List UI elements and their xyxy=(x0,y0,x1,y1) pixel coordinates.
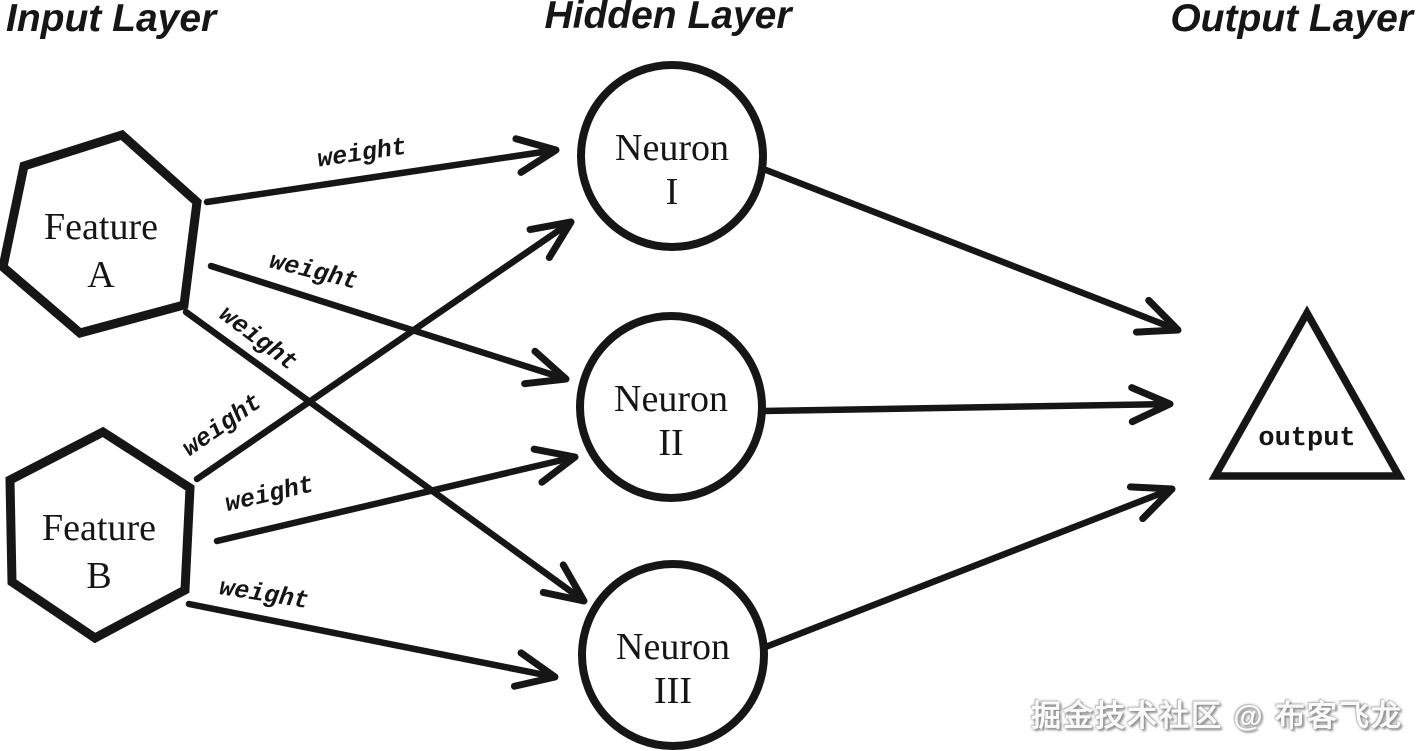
watermark-text: 掘金技术社区 @ 布客飞龙 xyxy=(1031,700,1403,733)
output-layer-title: Output Layer xyxy=(1170,0,1415,40)
connection-neuron-1-output xyxy=(762,166,1182,336)
node-neuron-1: Neuron I xyxy=(577,61,767,251)
neuron-3-circle xyxy=(578,560,768,750)
neuron-2-label-line1: Neuron xyxy=(614,378,728,420)
input-layer-title: Input Layer xyxy=(6,0,218,40)
neuron-1-label-line1: Neuron xyxy=(615,127,729,169)
weight-label-a-n1: weight xyxy=(315,133,408,175)
node-feature-b: Feature B xyxy=(5,426,195,644)
connection-neuron-3-output xyxy=(759,483,1176,652)
hidden-layer-title: Hidden Layer xyxy=(544,0,793,37)
connection-feature-b-neuron-1 xyxy=(193,218,575,483)
output-node-label: output xyxy=(1258,424,1355,454)
connection-feature-a-neuron-1 xyxy=(203,135,560,206)
neuron-2-label-line2: II xyxy=(658,422,683,464)
connection-feature-a-neuron-3 xyxy=(182,308,588,605)
connection-neuron-2-output xyxy=(759,384,1174,426)
node-feature-a: Feature A xyxy=(0,129,202,338)
node-neuron-3: Neuron III xyxy=(578,560,768,750)
node-output: output xyxy=(1208,305,1406,480)
feature-b-label-line2: B xyxy=(86,555,111,597)
weight-label-b-n2: weight xyxy=(222,470,316,519)
output-triangle xyxy=(1208,305,1406,480)
neuron-3-label-line2: III xyxy=(654,670,692,712)
feature-a-hexagon xyxy=(0,129,202,338)
feature-a-label-line2: A xyxy=(87,254,115,296)
neuron-1-label-line2: I xyxy=(666,171,679,213)
connection-feature-b-neuron-2 xyxy=(213,445,579,545)
feature-b-label-line1: Feature xyxy=(42,507,156,549)
weight-label-b-n1: weight xyxy=(177,388,267,463)
connection-feature-a-neuron-2 xyxy=(207,262,570,388)
feature-a-label-line1: Feature xyxy=(44,206,158,248)
neuron-3-label-line1: Neuron xyxy=(616,626,730,668)
connection-feature-b-neuron-3 xyxy=(185,600,559,690)
neuron-2-circle xyxy=(576,312,766,502)
node-neuron-2: Neuron II xyxy=(576,312,766,502)
feature-b-hexagon xyxy=(5,426,195,644)
neuron-1-circle xyxy=(577,61,767,251)
